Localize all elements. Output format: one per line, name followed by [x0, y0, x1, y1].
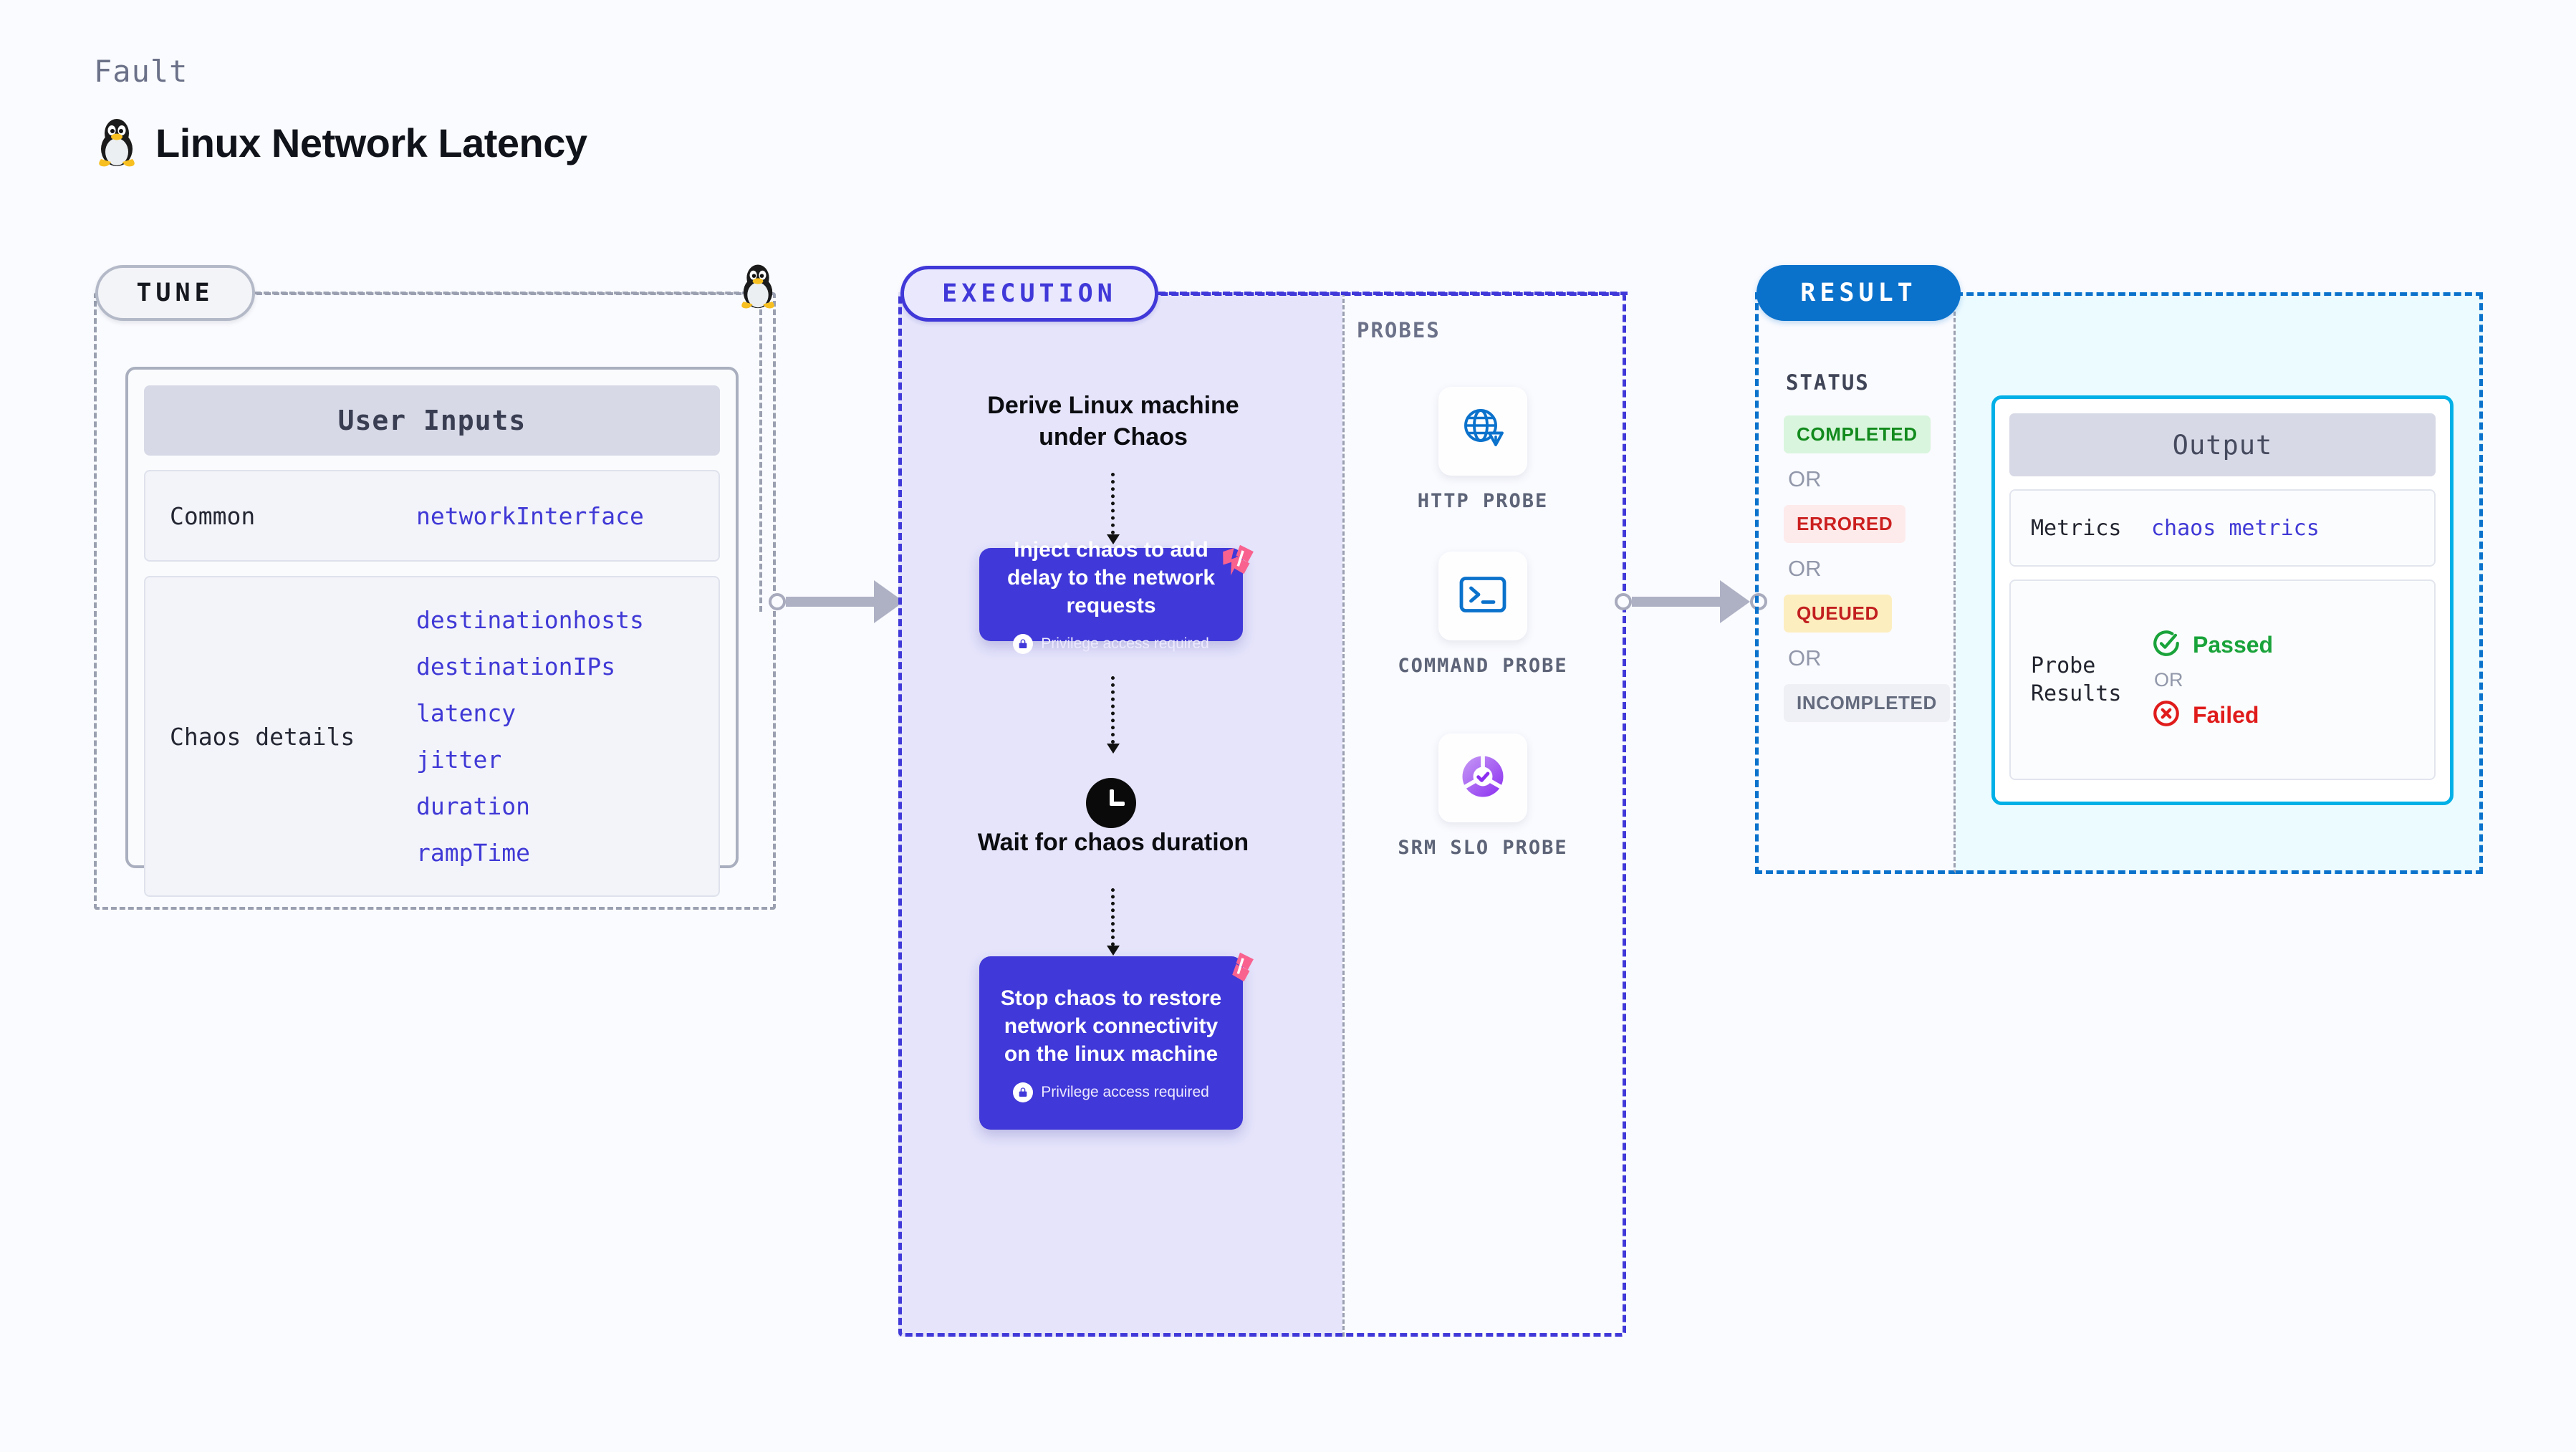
row-label: Metrics: [2031, 515, 2122, 541]
harness-badge-icon: [1221, 543, 1259, 582]
connector-arrowhead: [1720, 580, 1750, 623]
probe-result-passed: Passed: [2151, 628, 2273, 662]
probe-label: COMMAND PROBE: [1398, 655, 1568, 677]
or-separator: OR: [1788, 556, 1822, 581]
row-label: Common: [170, 501, 256, 530]
terminal-icon: [1457, 572, 1509, 620]
privilege-note: Privilege access required: [1013, 633, 1209, 654]
input-param[interactable]: networkInterface: [416, 501, 644, 530]
probe-label: SRM SLO PROBE: [1398, 837, 1568, 859]
tune-pill[interactable]: TUNE: [95, 265, 255, 321]
passed-label: Passed: [2193, 631, 2274, 658]
input-param[interactable]: destinationIPs: [416, 653, 616, 681]
output-title: Output: [2009, 413, 2436, 476]
connector-dot: [1615, 593, 1632, 610]
table-row: Common networkInterface: [144, 470, 720, 562]
status-badge: ERRORED: [1784, 505, 1906, 543]
metrics-value[interactable]: chaos metrics: [2151, 515, 2320, 541]
status-badge: INCOMPLETED: [1784, 684, 1950, 722]
or-separator: OR: [1788, 645, 1822, 670]
input-param[interactable]: duration: [416, 792, 530, 820]
flow-arrow: [1107, 888, 1120, 956]
connector-dot: [769, 593, 786, 610]
execution-pill[interactable]: EXECUTION: [900, 266, 1158, 322]
input-param[interactable]: latency: [416, 699, 516, 727]
status-badge: COMPLETED: [1784, 415, 1931, 453]
linux-penguin-icon: [94, 115, 140, 170]
lock-icon: [1013, 633, 1034, 654]
page-kicker: Fault: [94, 54, 188, 89]
status-list: COMPLETED OR ERRORED OR QUEUED OR INCOMP…: [1784, 415, 1956, 722]
probe-item-http[interactable]: HTTP PROBE: [1390, 387, 1576, 514]
execution-connector-line: [1158, 292, 1628, 295]
check-circle-icon: [2151, 628, 2181, 662]
privilege-text: Privilege access required: [1041, 635, 1209, 652]
tune-connector-line: [255, 292, 756, 294]
user-inputs-title: User Inputs: [144, 385, 720, 456]
row-label: Chaos details: [170, 722, 355, 751]
privilege-text: Privilege access required: [1041, 1083, 1209, 1100]
connector-dot: [1750, 593, 1767, 610]
harness-badge-icon: [1221, 951, 1259, 989]
execution-step-title: Wait for chaos duration: [977, 829, 1249, 856]
linux-penguin-icon: [736, 261, 779, 317]
probe-result-failed: Failed: [2151, 698, 2273, 732]
execution-card[interactable]: Inject chaos to add delay to the network…: [979, 538, 1243, 654]
globe-warning-icon: [1457, 404, 1509, 459]
probes-divider: [1342, 292, 1345, 1337]
connector-stem: [786, 597, 875, 607]
execution-card-text: Inject chaos to add delay to the network…: [1006, 537, 1216, 617]
status-badge: QUEUED: [1784, 595, 1892, 633]
table-row: Metrics chaos metrics: [2009, 489, 2436, 567]
input-param[interactable]: jitter: [416, 746, 502, 774]
connector-stem: [1632, 597, 1721, 607]
failed-label: Failed: [2193, 701, 2259, 728]
output-card: Output Metrics chaos metrics Probe Resul…: [1991, 395, 2454, 805]
row-values: destinationhosts destinationIPs latency …: [416, 606, 644, 867]
row-values: networkInterface: [416, 502, 644, 530]
status-label: STATUS: [1786, 370, 1870, 395]
slo-check-icon: [1456, 749, 1510, 807]
page-title-row: Linux Network Latency: [94, 115, 587, 170]
tune-vertical-line: [759, 309, 762, 612]
input-param[interactable]: rampTime: [416, 839, 530, 867]
execution-step-title: Derive Linux machine under Chaos: [987, 392, 1239, 451]
x-circle-icon: [2151, 698, 2181, 732]
probe-item-srm-slo[interactable]: SRM SLO PROBE: [1390, 734, 1576, 861]
probe-item-command[interactable]: COMMAND PROBE: [1390, 552, 1576, 679]
connector-execution-to-result: [1615, 580, 1767, 623]
table-row: Probe Results Passed OR: [2009, 580, 2436, 780]
probe-label: HTTP PROBE: [1417, 490, 1549, 512]
probe-tile: [1438, 734, 1527, 822]
privilege-note: Privilege access required: [1013, 1082, 1209, 1102]
probe-tile: [1438, 552, 1527, 640]
probes-section-label: PROBES: [1357, 318, 1441, 342]
execution-card-text: Stop chaos to restore network connectivi…: [1000, 986, 1222, 1066]
execution-card[interactable]: Stop chaos to restore network connectivi…: [979, 956, 1243, 1130]
probe-results-values: Passed OR Failed: [2151, 628, 2273, 732]
row-label: Probe Results: [2031, 653, 2122, 706]
user-inputs-card: User Inputs Common networkInterface Chao…: [125, 367, 739, 897]
result-pill[interactable]: RESULT: [1756, 265, 1961, 321]
flow-arrow: [1107, 676, 1120, 754]
page-title: Linux Network Latency: [155, 120, 587, 165]
or-separator: OR: [2154, 668, 2183, 691]
table-row: Chaos details destinationhosts destinati…: [144, 576, 720, 897]
flow-arrow: [1107, 473, 1120, 544]
lock-icon: [1013, 1082, 1034, 1102]
or-separator: OR: [1788, 466, 1822, 491]
clock-icon: [1086, 778, 1136, 828]
probe-tile: [1438, 387, 1527, 476]
input-param[interactable]: destinationhosts: [416, 606, 644, 634]
